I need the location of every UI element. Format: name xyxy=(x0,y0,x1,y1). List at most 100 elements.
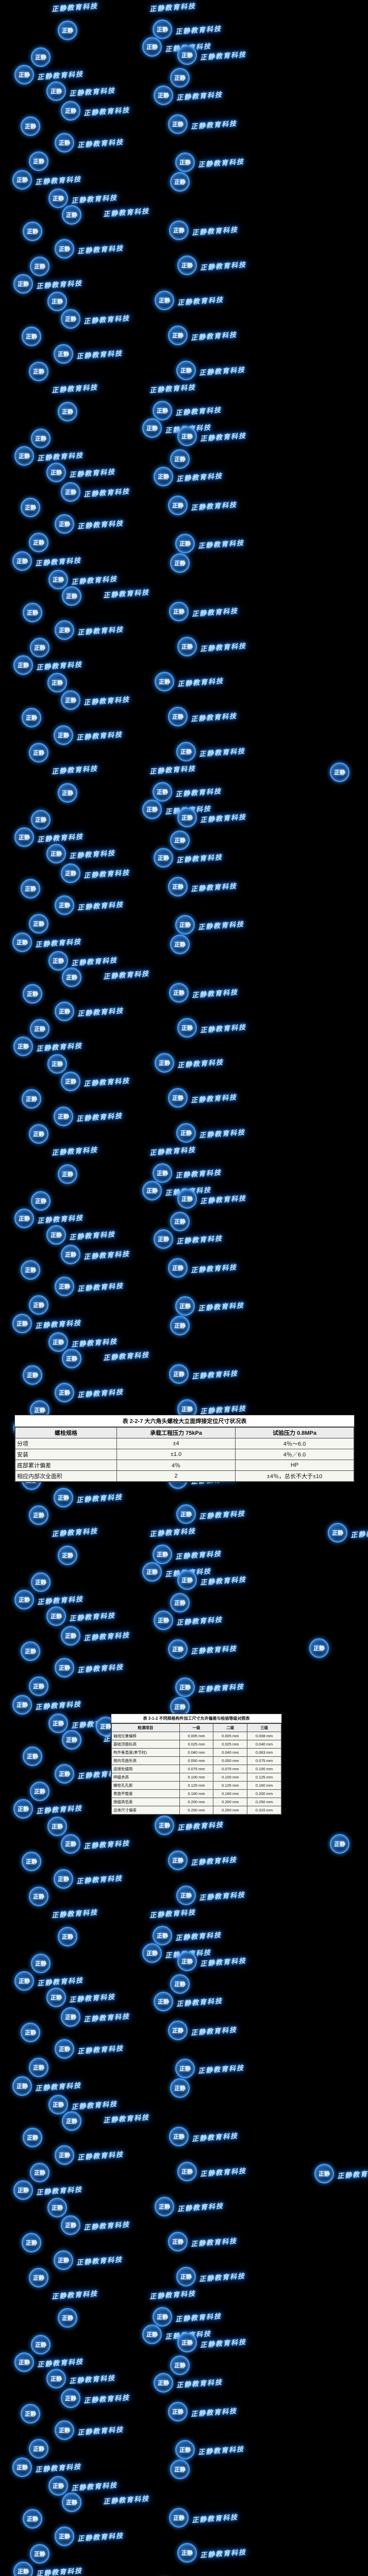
watermark: 正静 xyxy=(170,831,190,850)
value-cell: 0.100 mm xyxy=(179,1773,214,1782)
watermark-logo-icon: 正静 xyxy=(12,551,32,571)
watermark-logo-icon: 正静 xyxy=(21,879,40,899)
watermark-logo-icon: 正静 xyxy=(168,496,188,515)
watermark: 正静 xyxy=(62,2493,81,2512)
watermark: 正静正静教育科技 xyxy=(55,1277,124,1296)
watermark-script-text: 正静教育科技 xyxy=(35,1700,82,1711)
watermark-script-text: 正静教育科技 xyxy=(191,1369,239,1380)
watermark: 正静 xyxy=(58,2308,77,2328)
watermark-script-text: 正静教育科技 xyxy=(36,2566,83,2576)
watermark-script-text: 正静教育科技 xyxy=(337,2168,368,2180)
watermark: 正静正静教育科技 xyxy=(328,1523,368,1543)
watermark-script-text: 正静教育科技 xyxy=(77,625,124,636)
watermark-logo-icon: 正静 xyxy=(29,2058,48,2077)
watermark-logo-icon: 正静 xyxy=(22,1852,41,1871)
value-cell: 0.200 mm xyxy=(179,1798,214,1806)
watermark-script-text: 正静教育科技 xyxy=(69,467,116,479)
watermark-logo-icon: 正静 xyxy=(29,743,48,762)
watermark-script-text: 正静教育科技 xyxy=(83,106,130,117)
watermark: 正静正静教育科技 xyxy=(14,1971,83,1991)
watermark-script-text: 正静教育科技 xyxy=(191,225,239,236)
watermark: 正静正静教育科技 xyxy=(169,2508,238,2528)
watermark: 正静 xyxy=(21,2404,40,2424)
watermark-logo-icon: 正静 xyxy=(177,637,197,656)
watermark-script-text: 正静教育科技 xyxy=(77,900,124,911)
watermark-logo-icon: 正静 xyxy=(22,1089,41,1109)
watermark: 正静教育科技 xyxy=(103,1351,150,1362)
watermark-logo-icon: 正静 xyxy=(169,983,189,1003)
watermark-logo-icon: 正静 xyxy=(14,1590,34,1609)
watermark: 正静正静教育科技 xyxy=(61,1072,130,1091)
value-cell: ±1.0 xyxy=(116,1449,236,1460)
watermark: 正静正静教育科技 xyxy=(12,170,81,190)
watermark: 正静 xyxy=(47,1817,67,1836)
watermark: 正静正静教育科技 xyxy=(55,514,124,534)
watermark: 正静 xyxy=(58,1927,77,1946)
watermark: 正静正静教育科技 xyxy=(48,1714,118,1733)
watermark: 正静 xyxy=(58,1164,77,1184)
watermark: 正静正静教育科技 xyxy=(13,2562,82,2576)
watermark-script-text: 正静教育科技 xyxy=(76,1111,123,1123)
watermark: 正静正静教育科技 xyxy=(55,1658,124,1677)
watermark-logo-icon: 正静 xyxy=(170,553,190,573)
watermark: 正静正静教育科技 xyxy=(168,2402,237,2421)
watermark-script-text: 正静教育科技 xyxy=(190,119,238,130)
watermark: 正静正静教育科技 xyxy=(54,1869,123,1889)
watermark: 正静正静教育科技 xyxy=(54,725,123,745)
watermark-script-text: 正静教育科技 xyxy=(37,1213,84,1225)
watermark-logo-icon: 正静 xyxy=(155,2197,174,2216)
watermark-logo-icon: 正静 xyxy=(30,1019,49,1039)
watermark-script-text: 正静教育科技 xyxy=(69,86,116,97)
watermark: 正静正静教育科技 xyxy=(153,1163,222,1183)
watermark: 正静 xyxy=(330,1834,349,1854)
value-cell: 0.040 mm xyxy=(213,1748,248,1757)
watermark-logo-icon: 正静 xyxy=(29,1295,48,1315)
watermark-logo-icon: 正静 xyxy=(61,1834,80,1854)
watermark-logo-icon: 正静 xyxy=(177,808,197,827)
watermark: 正静 xyxy=(29,2058,48,2077)
watermark-script-text: 正静教育科技 xyxy=(69,1230,116,1241)
watermark-script-text: 正静教育科技 xyxy=(69,849,116,860)
watermark: 正静 xyxy=(170,935,190,954)
watermark-script-text: 正静教育科技 xyxy=(77,1387,124,1399)
watermark: 正静 xyxy=(170,2460,190,2479)
watermark-script-text: 正静教育科技 xyxy=(177,2201,224,2213)
watermark-script-text: 正静教育科技 xyxy=(69,1992,116,2004)
watermark-logo-icon: 正静 xyxy=(177,1952,197,1971)
watermark-logo-icon: 正静 xyxy=(31,1954,51,1973)
watermark: 正静 xyxy=(23,2128,42,2147)
watermark-logo-icon: 正静 xyxy=(29,1124,48,1144)
watermark: 正静教育科技 xyxy=(149,2290,196,2300)
watermark-logo-icon: 正静 xyxy=(330,1834,349,1854)
watermark-script-text: 正静教育科技 xyxy=(71,2481,118,2492)
watermark: 正静 xyxy=(30,257,49,276)
watermark-script-text: 正静教育科技 xyxy=(199,812,247,824)
watermark-script-text: 正静教育科技 xyxy=(35,937,82,948)
watermark: 正静 xyxy=(170,1974,190,1994)
watermark-logo-icon: 正静 xyxy=(58,21,77,40)
watermark-script-text: 正静教育科技 xyxy=(149,764,196,776)
watermark: 正静正静教育科技 xyxy=(48,2095,118,2114)
watermark: 正静 xyxy=(29,151,48,171)
watermark-logo-icon: 正静 xyxy=(29,151,48,171)
watermark: 正静 xyxy=(23,603,42,622)
watermark: 正静 xyxy=(47,673,67,692)
watermark-logo-icon: 正静 xyxy=(14,1971,34,1991)
watermark-script-text: 正静教育科技 xyxy=(175,787,222,798)
watermark: 正静教育科技 xyxy=(103,2113,150,2124)
watermark: 正静 xyxy=(31,810,51,829)
watermark: 正静 xyxy=(31,1954,51,1973)
watermark-logo-icon: 正静 xyxy=(177,2543,197,2563)
watermark: 正静 xyxy=(22,1089,41,1109)
watermark-logo-icon: 正静 xyxy=(55,1002,74,1021)
watermark-logo-icon: 正静 xyxy=(168,2021,188,2040)
watermark-script-text: 正静教育科技 xyxy=(197,2063,245,2075)
watermark-script-text: 正静教育科技 xyxy=(199,2548,247,2559)
watermark: 正静 xyxy=(21,1641,40,1661)
watermark-script-text: 正静教育科技 xyxy=(69,1611,116,1622)
row-label-cell: 螺栓孔孔距 xyxy=(111,1781,180,1790)
watermark-script-text: 正静教育科技 xyxy=(190,500,238,512)
value-cell: 0.315 mm xyxy=(247,1806,281,1815)
watermark-script-text: 正静教育科技 xyxy=(190,1644,238,1655)
